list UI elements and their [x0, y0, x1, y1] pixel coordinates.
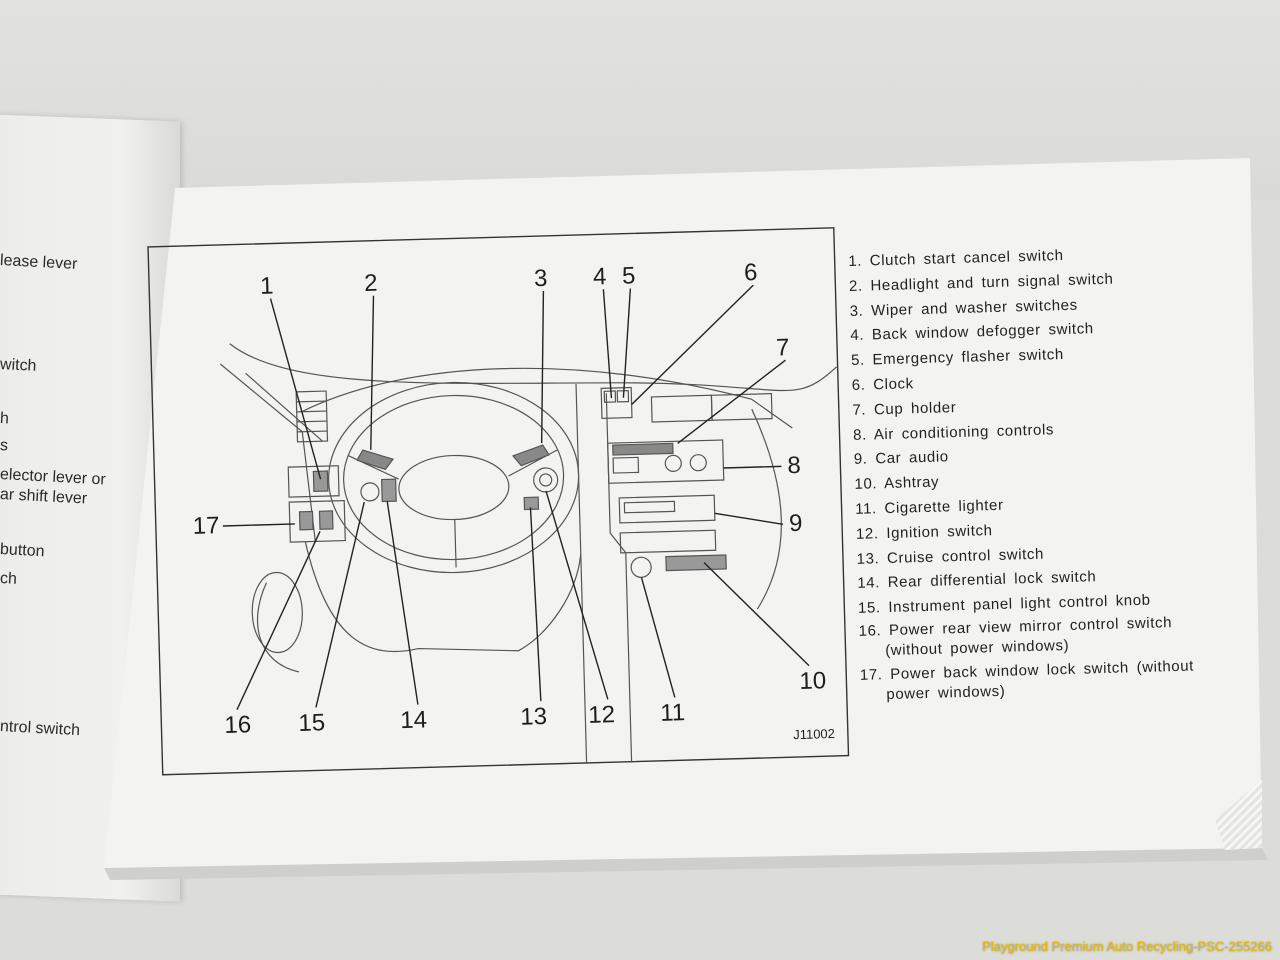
legend-list: 1. Clutch start cancel switch 2. Headlig…	[848, 239, 1241, 709]
callout-9: 9	[789, 512, 803, 536]
callout-8: 8	[787, 454, 801, 478]
callout-17: 17	[193, 514, 220, 539]
callout-13: 13	[520, 705, 547, 730]
callout-7: 7	[776, 336, 790, 360]
left-page-fragment: s	[0, 437, 8, 455]
callout-3: 3	[534, 267, 548, 291]
left-page-fragment: witch	[0, 356, 37, 376]
callout-4: 4	[593, 265, 607, 289]
callout-12: 12	[588, 703, 615, 728]
diagram-code: J11002	[793, 726, 835, 742]
callout-16: 16	[224, 713, 251, 738]
callout-1: 1	[260, 274, 274, 298]
watermark: Playground Premium Auto Recycling-PSC-25…	[982, 939, 1272, 954]
left-page-fragment: h	[0, 410, 9, 428]
callout-2: 2	[364, 272, 378, 296]
left-page-fragment: ch	[0, 570, 17, 589]
callout-6: 6	[744, 261, 758, 285]
callout-11: 11	[660, 701, 686, 726]
dashboard-drawing	[147, 227, 850, 776]
callout-14: 14	[400, 708, 427, 733]
left-page-fragment: button	[0, 541, 45, 561]
legend-item: 17. Power back window lock switch (witho…	[860, 655, 1241, 706]
callout-15: 15	[298, 711, 325, 736]
callout-10: 10	[799, 669, 826, 694]
callout-5: 5	[622, 264, 636, 288]
dashboard-diagram: 1 2 3 4 5 6 7 8 9 10 11 12 13 14 15 16 1…	[147, 227, 850, 776]
